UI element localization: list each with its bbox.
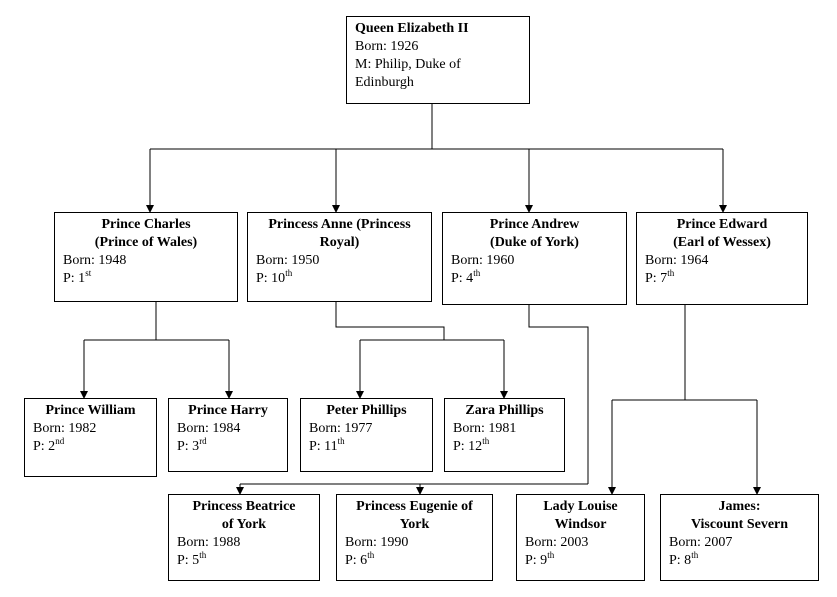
node-prince-edward: Prince Edward (Earl of Wessex) Born: 196… [636, 212, 808, 305]
node-lady-louise: Lady Louise Windsor Born: 2003 P: 9th [516, 494, 645, 581]
node-name: Princess Beatrice [192, 499, 296, 514]
node-princess-eugenie: Princess Eugenie of York Born: 1990 P: 6… [336, 494, 493, 581]
node-name: James: [718, 499, 761, 514]
node-position: P: 9th [525, 550, 555, 569]
node-name: Zara Phillips [465, 403, 544, 418]
node-peter-phillips: Peter Phillips Born: 1977 P: 11th [300, 398, 433, 472]
node-position: P: 7th [645, 268, 675, 287]
node-prince-harry: Prince Harry Born: 1984 P: 3rd [168, 398, 288, 472]
node-title: (Duke of York) [490, 235, 579, 250]
node-princess-anne: Princess Anne (Princess Royal) Born: 195… [247, 212, 432, 302]
node-position: P: 8th [669, 550, 699, 569]
node-married-cont: Edinburgh [355, 75, 414, 90]
node-name: Princess Anne (Princess [268, 217, 411, 232]
node-name: Prince Charles [101, 217, 191, 232]
node-title: (Earl of Wessex) [673, 235, 771, 250]
node-title: (Prince of Wales) [94, 235, 198, 250]
node-name: Prince William [45, 403, 136, 418]
node-position: P: 4th [451, 268, 481, 287]
node-prince-william: Prince William Born: 1982 P: 2nd [24, 398, 157, 477]
node-prince-charles: Prince Charles (Prince of Wales) Born: 1… [54, 212, 238, 302]
node-title: of York [221, 517, 267, 532]
node-position: P: 2nd [33, 436, 65, 455]
node-married: M: Philip, Duke of [355, 57, 461, 72]
node-born: Born: 2007 [669, 535, 733, 550]
node-position: P: 6th [345, 550, 375, 569]
node-born: Born: 1964 [645, 253, 709, 268]
node-title: Windsor [554, 517, 607, 532]
node-title: York [399, 517, 430, 532]
connector-andrew-stem [528, 305, 589, 484]
node-born: Born: 2003 [525, 535, 589, 550]
node-position: P: 11th [309, 436, 345, 455]
node-name: Lady Louise [543, 499, 618, 514]
node-position: P: 1st [63, 268, 92, 287]
node-zara-phillips: Zara Phillips Born: 1981 P: 12th [444, 398, 565, 472]
node-born: Born: 1982 [33, 421, 97, 436]
node-james-viscount-severn: James: Viscount Severn Born: 2007 P: 8th [660, 494, 819, 581]
node-born: Born: 1950 [256, 253, 320, 268]
node-born: Born: 1988 [177, 535, 241, 550]
node-position: P: 5th [177, 550, 207, 569]
node-born: Born: 1977 [309, 421, 373, 436]
node-prince-andrew: Prince Andrew (Duke of York) Born: 1960 … [442, 212, 627, 305]
node-name: Queen Elizabeth II [355, 21, 469, 36]
node-name: Prince Harry [188, 403, 268, 418]
node-born: Born: 1984 [177, 421, 241, 436]
node-name: Prince Andrew [489, 217, 580, 232]
node-born: Born: 1948 [63, 253, 127, 268]
node-position: P: 3rd [177, 436, 207, 455]
node-name: Peter Phillips [326, 403, 407, 418]
node-born: Born: 1990 [345, 535, 409, 550]
node-position: P: 10th [256, 268, 293, 287]
node-name: Princess Eugenie of [356, 499, 473, 514]
node-title: Viscount Severn [690, 517, 789, 532]
node-queen-elizabeth: Queen Elizabeth II Born: 1926 M: Philip,… [346, 16, 530, 104]
node-title: Royal) [319, 235, 360, 250]
node-princess-beatrice: Princess Beatrice of York Born: 1988 P: … [168, 494, 320, 581]
node-born: Born: 1981 [453, 421, 517, 436]
node-position: P: 12th [453, 436, 490, 455]
node-born: Born: 1960 [451, 253, 515, 268]
node-born: Born: 1926 [355, 39, 419, 54]
connector-anne-stem [335, 302, 445, 340]
node-name: Prince Edward [676, 217, 768, 232]
